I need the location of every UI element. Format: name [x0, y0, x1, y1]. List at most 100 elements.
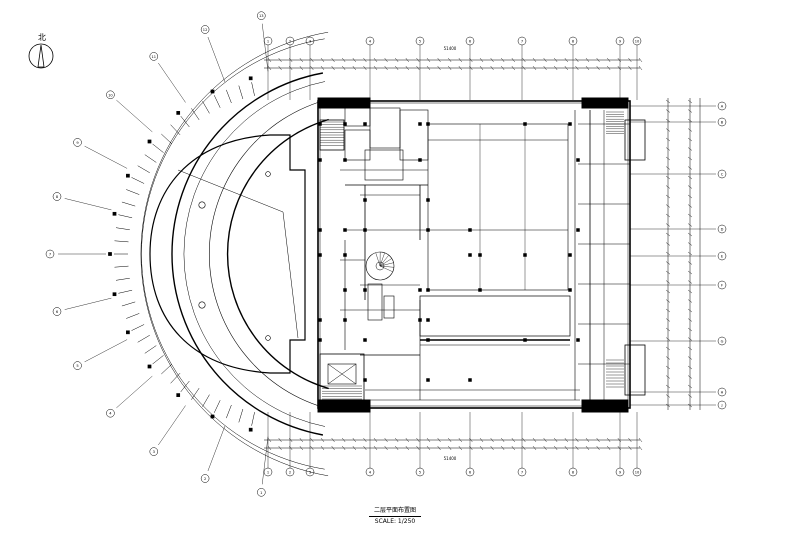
column — [419, 123, 422, 126]
axis-label: 5 — [419, 471, 421, 475]
arc-column — [249, 428, 252, 431]
axis-label: 2 — [289, 471, 291, 475]
dimension-arc — [142, 39, 325, 469]
arc-axis-label: 11 — [152, 55, 157, 59]
arc-column — [177, 394, 180, 397]
arc-column — [148, 140, 151, 143]
axis-label: 6 — [469, 40, 472, 44]
axis-label: 10 — [635, 471, 640, 475]
column — [569, 254, 572, 257]
column — [524, 254, 527, 257]
stage-light — [199, 202, 205, 208]
right-grid-axes: ABCDEFGHJ — [630, 98, 726, 410]
column — [577, 159, 580, 162]
arc-axis-label: 9 — [76, 141, 79, 145]
column — [577, 339, 580, 342]
column — [364, 289, 367, 292]
arc-column — [126, 331, 129, 334]
axis-label: 8 — [572, 40, 575, 44]
column — [469, 229, 472, 232]
axis-label: 1 — [267, 40, 269, 44]
axis-label: 10 — [635, 40, 640, 44]
drawing-title: 二层平面布置图 — [355, 505, 435, 514]
column — [569, 123, 572, 126]
column — [344, 159, 347, 162]
title-underline — [369, 516, 421, 517]
column — [427, 229, 430, 232]
plan-geometry — [108, 32, 645, 476]
axis-label: F — [721, 284, 723, 288]
axis-label: 7 — [521, 471, 523, 475]
column — [319, 254, 322, 257]
outer-dimension-arc — [141, 32, 328, 476]
courtyard-outline — [428, 124, 568, 290]
column — [427, 289, 430, 292]
column — [319, 159, 322, 162]
arc-axis-label: 2 — [204, 477, 206, 481]
arc-axis-label: 6 — [56, 310, 59, 314]
auditorium-outer-wall — [172, 73, 323, 435]
axis-label: 7 — [521, 40, 523, 44]
column — [419, 159, 422, 162]
outer-wall-inner-line — [320, 103, 628, 406]
wall-block — [582, 400, 628, 412]
stage-edge-arc — [228, 120, 329, 389]
axis-label: 9 — [619, 40, 622, 44]
axis-label: C — [721, 173, 724, 177]
north-arrow: 北 — [29, 33, 53, 68]
axis-label: 4 — [369, 471, 372, 475]
column — [364, 339, 367, 342]
column — [344, 123, 347, 126]
axis-label: 4 — [369, 40, 372, 44]
column — [364, 199, 367, 202]
column — [469, 254, 472, 257]
arc-axis-label: 7 — [49, 253, 51, 257]
axis-label: B — [721, 121, 724, 125]
arc-column — [113, 212, 116, 215]
arc-column — [211, 415, 214, 418]
top-total-dimension: 51400 — [444, 46, 457, 51]
axis-label: 5 — [419, 40, 421, 44]
arc-column — [113, 293, 116, 296]
axis-label: H — [721, 391, 724, 395]
arc-column — [108, 252, 111, 255]
arc-axis-label: 12 — [203, 28, 208, 32]
wall-block — [318, 98, 370, 108]
arc-column — [249, 77, 252, 80]
arc-axis-label: 4 — [109, 412, 112, 416]
drawing-caption: 二层平面布置图 SCALE: 1/250 — [355, 505, 435, 525]
axis-label: 1 — [267, 471, 269, 475]
column — [364, 123, 367, 126]
bottom-total-dimension: 51400 — [444, 456, 457, 461]
column — [364, 379, 367, 382]
axis-label: E — [721, 255, 724, 259]
axis-label: A — [721, 105, 724, 109]
column — [319, 319, 322, 322]
arc-column — [126, 174, 129, 177]
axis-label: G — [721, 340, 724, 344]
column — [427, 199, 430, 202]
column — [319, 229, 322, 232]
axis-label: 6 — [469, 471, 472, 475]
column — [427, 339, 430, 342]
column — [569, 289, 572, 292]
axis-label: J — [720, 404, 722, 408]
column — [577, 229, 580, 232]
column — [319, 339, 322, 342]
column — [427, 379, 430, 382]
column — [524, 123, 527, 126]
arc-column — [177, 111, 180, 114]
axis-label: 3 — [309, 40, 311, 44]
column — [427, 123, 430, 126]
arc-axis-label: 3 — [153, 450, 155, 454]
arc-column — [148, 365, 151, 368]
arc-axis-label: 5 — [76, 364, 78, 368]
column — [427, 319, 430, 322]
arc-axis-label: 10 — [108, 93, 113, 97]
column — [364, 229, 367, 232]
auditorium-wall-inner — [184, 82, 325, 427]
wall-block — [582, 98, 628, 108]
column — [344, 229, 347, 232]
arc-column — [211, 90, 214, 93]
